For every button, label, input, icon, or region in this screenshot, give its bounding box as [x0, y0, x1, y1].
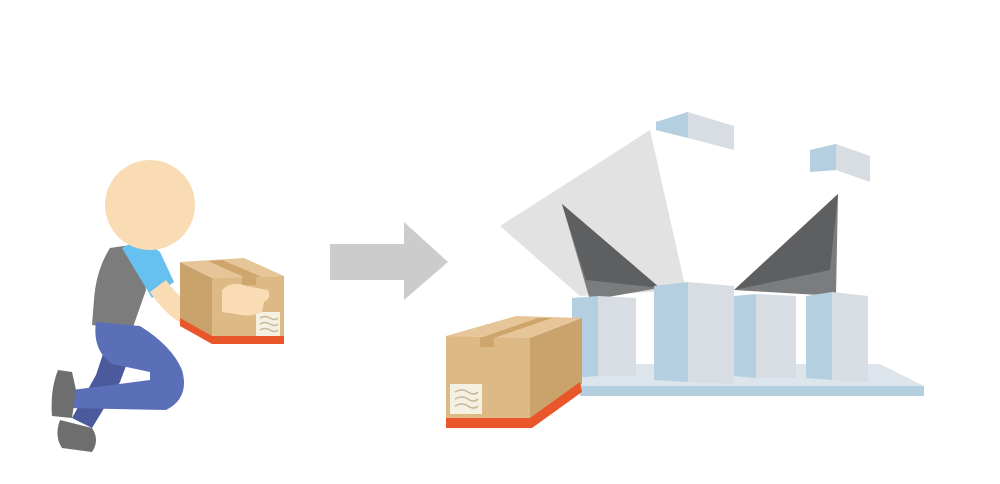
big-box-label-lines	[454, 389, 479, 409]
person-back-shoe	[57, 420, 96, 452]
person-hand	[222, 283, 270, 316]
tray-edge	[580, 386, 924, 396]
person-front-leg	[66, 322, 184, 410]
flap-dark-left-inner	[562, 204, 660, 288]
big-box-side	[530, 318, 582, 420]
held-box-side	[180, 262, 212, 342]
foam-block-2	[654, 282, 734, 384]
held-box-icon	[180, 258, 284, 344]
person-front-shoe	[51, 370, 76, 418]
person-head	[105, 160, 195, 250]
held-box-label-icon	[256, 312, 280, 336]
floating-lid-left-side	[656, 112, 688, 138]
held-box-tape-front	[242, 277, 256, 285]
big-box-tape-front	[480, 337, 494, 347]
box-packing-station-icon	[500, 112, 924, 396]
held-box-strap	[180, 318, 284, 344]
foam-block-3	[734, 294, 796, 378]
person-carrying-box-icon	[51, 160, 228, 452]
held-box-tape	[208, 260, 262, 278]
big-box-tape-top	[480, 318, 552, 338]
shipping-box-icon	[446, 316, 582, 428]
right-arrow-icon	[330, 222, 448, 300]
flap-light	[500, 130, 686, 296]
big-box-strap	[446, 382, 582, 428]
floating-lid-right-side	[810, 144, 836, 172]
held-box-label-lines	[259, 315, 279, 333]
foam-block-4	[806, 292, 868, 382]
flap-dark-right-inner	[734, 194, 838, 290]
